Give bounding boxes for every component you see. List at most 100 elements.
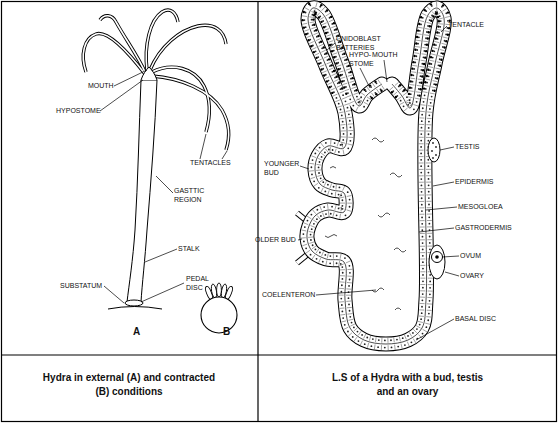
cell-nucleus [428,178,430,180]
cell-nucleus [422,293,424,295]
cell-boundary [327,253,329,258]
cell-boundary [427,201,432,202]
cnidoblast-dot [416,36,418,38]
cell-boundary [333,94,338,96]
cell-boundary [422,53,427,55]
cell-boundary [415,46,420,48]
cell-nucleus [428,197,430,199]
cell-boundary [324,56,329,58]
cell-boundary [377,89,380,93]
cell-boundary [319,258,321,263]
cnidoblast-dot [312,18,314,20]
cell-nucleus [420,140,422,142]
cell-boundary [421,104,426,106]
cell-boundary [420,278,425,279]
cell-nucleus [338,103,340,105]
cell-boundary [407,342,409,347]
cell-boundary [352,87,357,89]
cnidoblast-dot [399,84,401,86]
cell-nucleus [340,298,342,300]
tentacle-outline [150,25,226,70]
cell-nucleus [347,191,349,193]
cell-nucleus [420,159,422,161]
cell-nucleus [356,96,358,98]
cell-nucleus [338,151,340,153]
cnidoblast-dot [326,80,328,82]
cell-boundary [427,297,432,298]
cell-boundary [335,205,336,210]
cell-boundary [420,246,425,247]
cell-boundary [310,177,315,179]
cnidoblast-dot [428,62,430,64]
cell-boundary [429,17,433,19]
cell-boundary [326,35,331,37]
cell-nucleus [345,214,347,216]
cell-boundary [419,137,424,138]
cell-nucleus [403,105,405,107]
cell-nucleus [428,184,430,186]
cell-nucleus [420,318,422,320]
cell-boundary [434,41,439,42]
cell-boundary [371,93,374,97]
cell-boundary [417,85,422,87]
cell-boundary [315,149,319,152]
part-label: OVUM [460,252,481,261]
cell-boundary [420,258,425,259]
cell-boundary [341,142,343,147]
cell-nucleus [342,278,344,280]
cell-boundary [322,7,325,11]
cell-nucleus [311,174,313,176]
squiggle [394,248,406,252]
cell-boundary [420,297,425,298]
cell-nucleus [322,181,324,183]
cnidoblast-dot [423,63,425,65]
cell-boundary [317,59,322,61]
cnidoblast-dot [439,65,441,67]
cnidoblast-dot [307,39,309,41]
cell-nucleus [338,208,340,210]
cell-boundary [406,99,410,101]
cnidoblast-dot [410,74,412,76]
cell-boundary [443,9,447,12]
panel-divider [257,2,258,422]
squiggle [372,138,384,142]
cnidoblast-dot [341,80,343,82]
cell-boundary [409,332,412,336]
cnidoblast-dot [443,46,445,48]
cnidoblast-dot [428,31,430,33]
panel-letter: A [133,326,140,337]
cell-nucleus [358,340,360,342]
cell-nucleus [407,104,409,106]
mesogloea-line [307,8,444,344]
cnidoblast-dot [412,61,414,63]
leader-lines [298,26,459,340]
cell-nucleus [378,339,380,341]
cell-boundary [339,295,344,296]
cell-boundary [426,162,431,163]
cell-boundary [316,249,319,253]
cell-boundary [330,183,332,188]
cell-boundary [420,252,425,253]
sperm-cell [432,142,434,144]
part-label: CNIDOBLAST BATTERIES [336,35,388,52]
cell-boundary [340,275,345,276]
cell-boundary [321,50,326,52]
cell-boundary [309,16,314,18]
hypostome-cone [141,67,157,80]
cell-nucleus [342,121,344,123]
cell-boundary [427,207,432,208]
cell-nucleus [421,191,423,193]
cnidoblast-dot [438,20,440,22]
part-label: STALK [178,245,200,254]
cell-boundary [328,190,330,195]
cell-nucleus [341,144,343,146]
cell-boundary [434,74,439,75]
cell-boundary [436,2,437,7]
cell-nucleus [334,142,336,144]
cell-nucleus [421,299,423,301]
cnidoblast-dot [440,58,442,60]
cell-boundary [361,93,365,96]
cell-boundary [346,69,351,71]
cell-nucleus [428,204,430,206]
